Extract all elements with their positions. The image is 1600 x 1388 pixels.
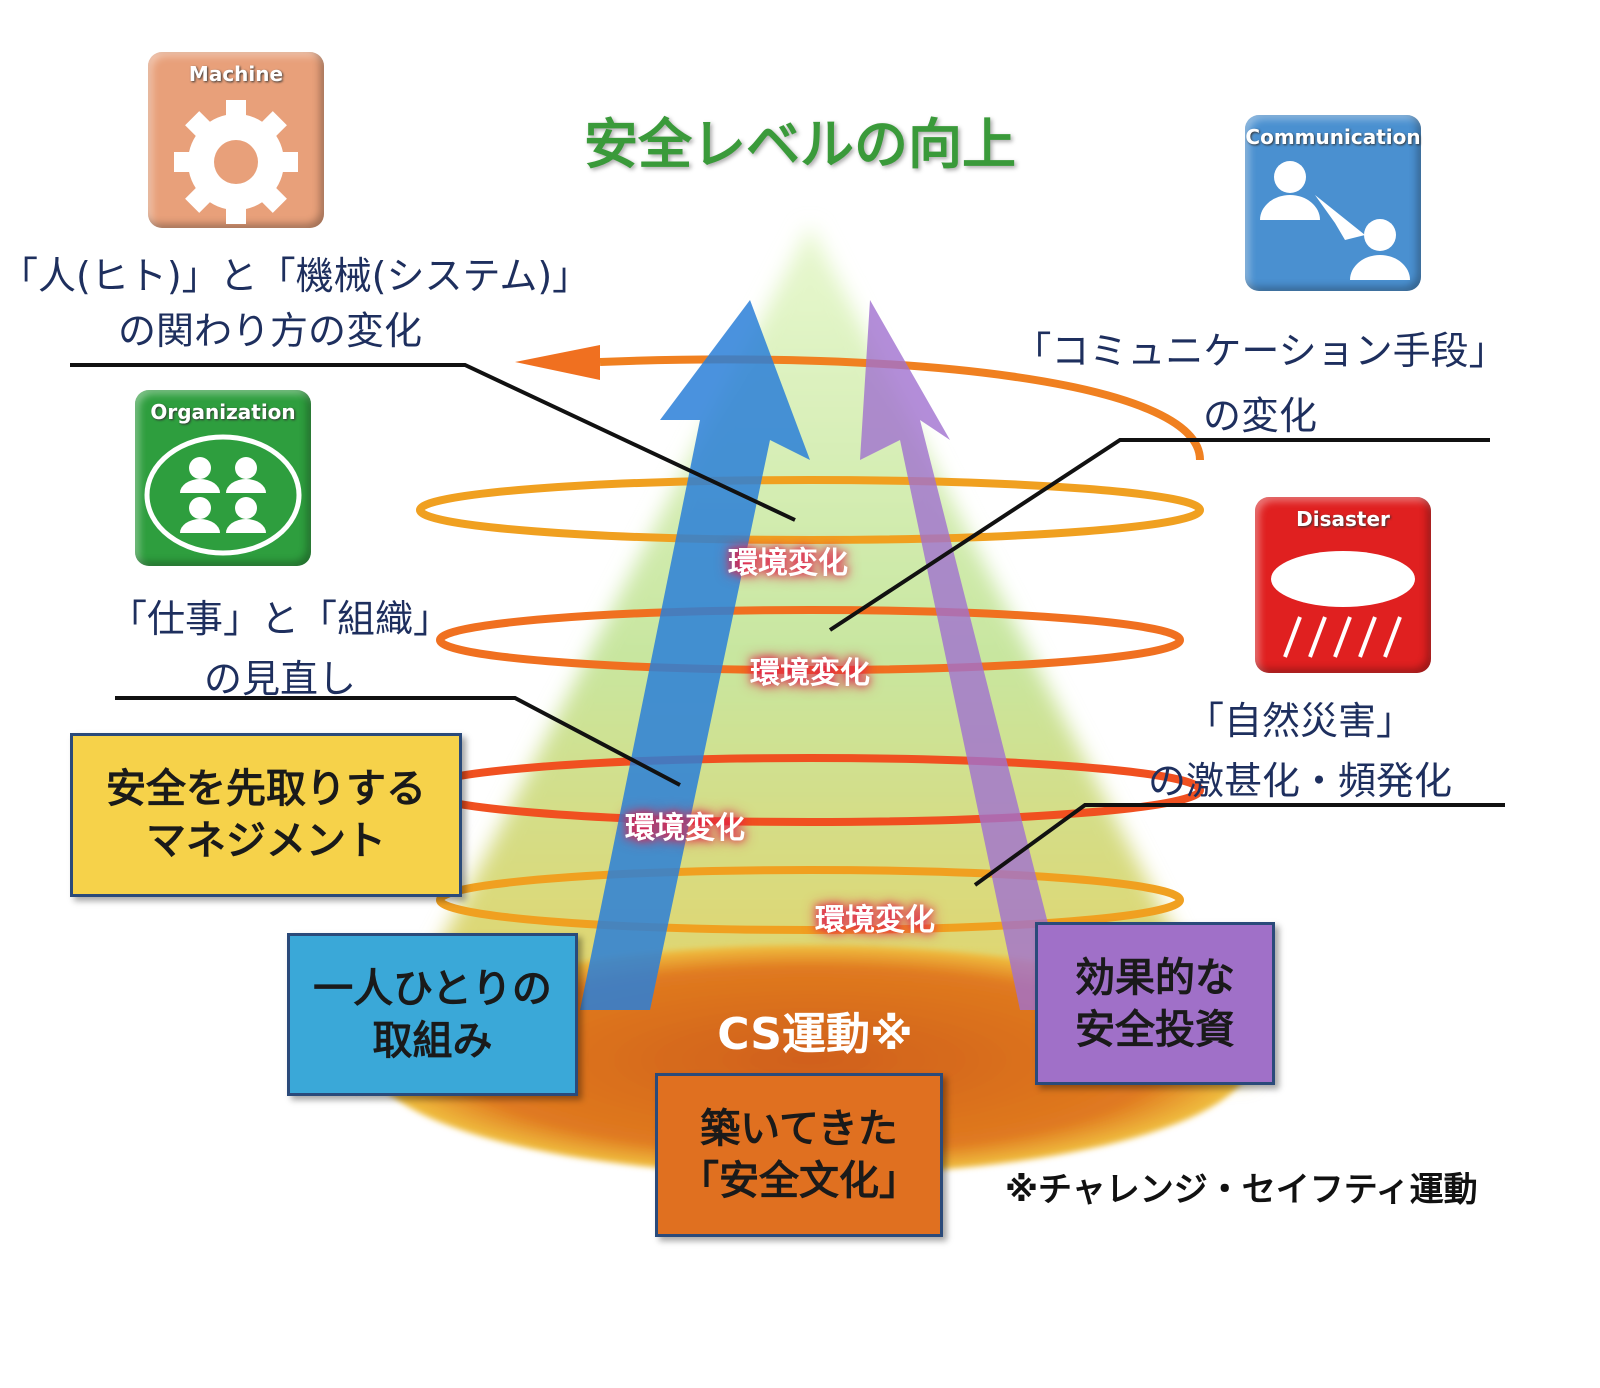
individual-box: 一人ひとりの取組み xyxy=(287,933,578,1096)
communication-icon-label: Communication xyxy=(1245,125,1421,149)
group-icon xyxy=(144,434,302,556)
organization-factor-line1: 「仕事」と「組織」 xyxy=(108,597,451,641)
organization-icon-label: Organization xyxy=(150,400,296,424)
gear-icon xyxy=(174,100,298,224)
machine-factor-line1: 「人(ヒト)」と「機械(システム)」 xyxy=(0,254,591,298)
investment-box: 効果的な安全投資 xyxy=(1035,922,1275,1085)
rain-cloud-icon xyxy=(1271,551,1415,658)
culture-box: 築いてきた「安全文化」 xyxy=(655,1073,943,1237)
machine-factor-line2: の関わり方の変化 xyxy=(117,309,422,353)
machine-icon: Machine xyxy=(148,52,324,228)
environment-change-label: 環境変化 xyxy=(815,903,935,938)
disaster-factor-line2: の激甚化・頻発化 xyxy=(1147,759,1452,803)
individual-line2: 取組み xyxy=(372,1017,493,1064)
page-title: 安全レベルの向上 xyxy=(584,113,1016,176)
environment-change-label: 環境変化 xyxy=(625,811,745,846)
machine-icon-label: Machine xyxy=(188,62,284,86)
communication-factor-line1: 「コミュニケーション手段」 xyxy=(1013,329,1507,373)
management-box: 安全を先取りするマネジメント xyxy=(70,733,462,897)
spiral-arrowhead xyxy=(515,345,600,380)
environment-change-label: 環境変化 xyxy=(750,656,870,691)
management-line2: マネジメント xyxy=(146,818,386,864)
purple-arrow xyxy=(860,300,1070,1010)
footnote: ※チャレンジ・セイフティ運動 xyxy=(1005,1170,1478,1210)
blue-arrow xyxy=(580,300,810,1010)
communication-icon: Communication xyxy=(1245,115,1421,291)
organization-factor-line2: の見直し xyxy=(203,657,356,701)
leader-lines xyxy=(70,363,1505,887)
environment-change-label: 環境変化 xyxy=(728,546,848,581)
organization-icon: Organization xyxy=(135,390,311,566)
management-line1: 安全を先取りする xyxy=(106,766,426,812)
communication-factor-line2: の変化 xyxy=(1202,394,1317,438)
cs-movement-label: CS運動※ xyxy=(717,1009,913,1060)
disaster-icon-label: Disaster xyxy=(1296,507,1390,531)
investment-line1: 効果的な xyxy=(1075,954,1235,1001)
disaster-icon: Disaster xyxy=(1255,497,1431,673)
disaster-factor-line1: 「自然災害」 xyxy=(1185,699,1414,743)
individual-line1: 一人ひとりの xyxy=(313,965,552,1012)
people-talking-icon xyxy=(1260,161,1410,280)
culture-line2: 「安全文化」 xyxy=(679,1158,919,1204)
culture-line1: 築いてきた xyxy=(700,1106,898,1152)
investment-line2: 安全投資 xyxy=(1075,1006,1235,1053)
